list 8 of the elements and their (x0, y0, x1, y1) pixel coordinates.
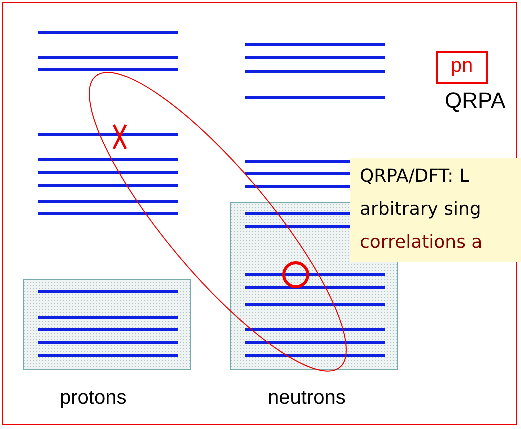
label-box: pn (436, 51, 488, 84)
node-label: QRPA (445, 88, 506, 114)
note-text: arbitrary sing (360, 199, 482, 220)
layer-label: neutrons (268, 387, 346, 410)
layer-label: protons (60, 387, 127, 410)
note-text: QRPA/DFT: L (360, 166, 470, 187)
note-card (350, 158, 521, 262)
note-text: correlations a (360, 232, 483, 253)
